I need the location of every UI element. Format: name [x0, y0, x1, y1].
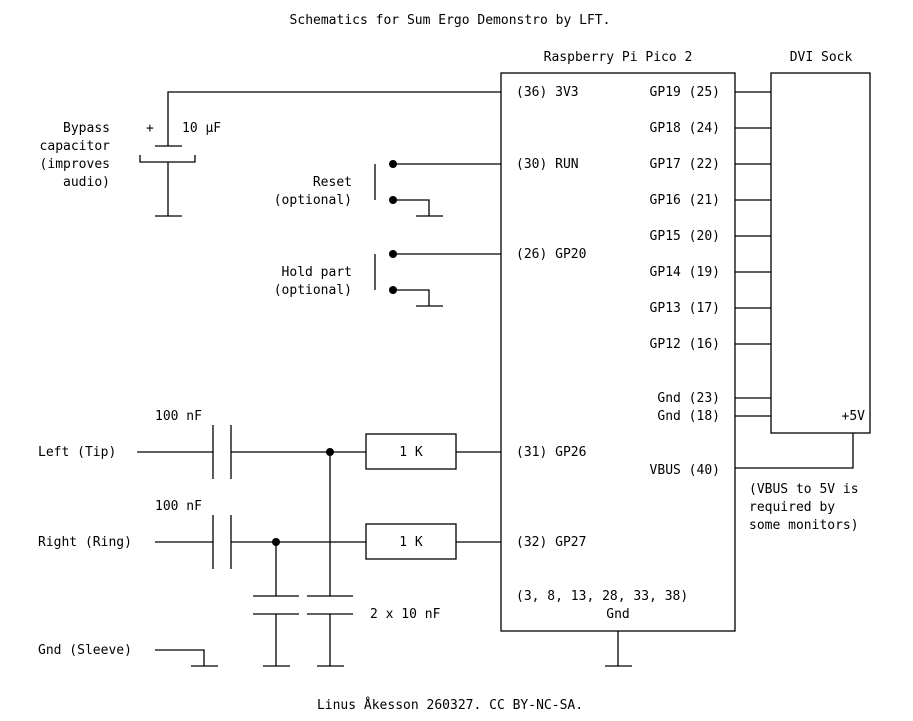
left-tip-label: Left (Tip) — [38, 445, 116, 460]
pin-gp17-label: GP17 (22) — [650, 157, 720, 172]
pin-gp16-label: GP16 (21) — [650, 193, 720, 208]
right-coupling-capacitor — [155, 515, 366, 569]
sleeve-ground-symbol — [155, 649, 218, 667]
right-resistor-value: 1 K — [399, 535, 423, 550]
dvi-bus-wires — [735, 91, 771, 417]
pin-run-label: (30) RUN — [516, 157, 579, 172]
pin-gp19-label: GP19 (25) — [650, 85, 720, 100]
hold-label-line-1: Hold part — [282, 265, 352, 280]
pin-gnd23-label: Gnd (23) — [657, 391, 720, 406]
bypass-capacitor-symbol — [139, 91, 501, 217]
pin-gp14-label: GP14 (19) — [650, 265, 720, 280]
pico-title: Raspberry Pi Pico 2 — [544, 50, 693, 65]
pin-vbus-label: VBUS (40) — [650, 463, 720, 478]
diagram-footer: Linus Åkesson 260327. CC BY-NC-SA. — [317, 697, 583, 713]
hold-label: Hold part (optional) — [274, 265, 352, 298]
left-coupling-capacitor — [137, 425, 366, 479]
pico-right-pin-labels: GP19 (25) GP18 (24) GP17 (22) GP16 (21) … — [650, 85, 720, 478]
pin-gp12-label: GP12 (16) — [650, 337, 720, 352]
vbus-note-line-2: required by — [749, 500, 835, 515]
right-ring-label: Right (Ring) — [38, 535, 132, 550]
vbus-note: (VBUS to 5V is required by some monitors… — [749, 482, 859, 533]
pico-gnd-list: (3, 8, 13, 28, 33, 38) — [516, 589, 688, 604]
pin-gp27-label: (32) GP27 — [516, 535, 586, 550]
dvi-body — [770, 72, 871, 434]
bypass-label: Bypass capacitor (improves audio) — [40, 121, 111, 190]
bypass-label-line-4: audio) — [63, 175, 110, 190]
hold-label-line-2: (optional) — [274, 283, 352, 298]
hold-switch-symbol — [374, 250, 501, 307]
vbus-note-line-1: (VBUS to 5V is — [749, 482, 859, 497]
right-cap-value: 100 nF — [155, 499, 202, 514]
dvi-plus5v-label: +5V — [842, 409, 866, 424]
pico-gnd-label: Gnd — [606, 607, 629, 622]
pin-gp26-label: (31) GP26 — [516, 445, 586, 460]
reset-label-line-2: (optional) — [274, 193, 352, 208]
bypass-label-line-3: (improves — [40, 157, 110, 172]
reset-label: Reset (optional) — [274, 175, 352, 208]
vbus-to-5v-wire — [735, 433, 854, 469]
left-resistor-value: 1 K — [399, 445, 423, 460]
pin-gp15-label: GP15 (20) — [650, 229, 720, 244]
pin-gnd18-label: Gnd (18) — [657, 409, 720, 424]
left-resistor — [365, 433, 457, 470]
bypass-cap-value: 10 µF — [182, 121, 221, 136]
pin-gp20-label: (26) GP20 — [516, 247, 586, 262]
reset-switch-symbol — [374, 160, 501, 217]
dvi-title: DVI Sock — [790, 50, 853, 65]
gnd-sleeve-label: Gnd (Sleeve) — [38, 643, 132, 658]
filter-capacitor-left — [307, 452, 353, 667]
diagram-title: Schematics for Sum Ergo Demonstro by LFT… — [290, 13, 611, 28]
pin-3v3-label: (36) 3V3 — [516, 85, 579, 100]
pin-gp13-label: GP13 (17) — [650, 301, 720, 316]
filter-caps-value: 2 x 10 nF — [370, 607, 441, 622]
pico-left-pin-labels: (36) 3V3 (30) RUN (26) GP20 (31) GP26 (3… — [516, 85, 586, 550]
bypass-label-line-1: Bypass — [63, 121, 110, 136]
filter-capacitor-right — [253, 542, 299, 667]
vbus-note-line-3: some monitors) — [749, 518, 859, 533]
pico-ground-symbol — [605, 631, 632, 667]
left-cap-value: 100 nF — [155, 409, 202, 424]
reset-label-line-1: Reset — [313, 175, 352, 190]
bypass-label-line-2: capacitor — [40, 139, 111, 154]
bypass-plus-sign: + — [146, 121, 154, 136]
pin-gp18-label: GP18 (24) — [650, 121, 720, 136]
right-resistor — [365, 523, 457, 560]
pico-body — [500, 72, 736, 632]
